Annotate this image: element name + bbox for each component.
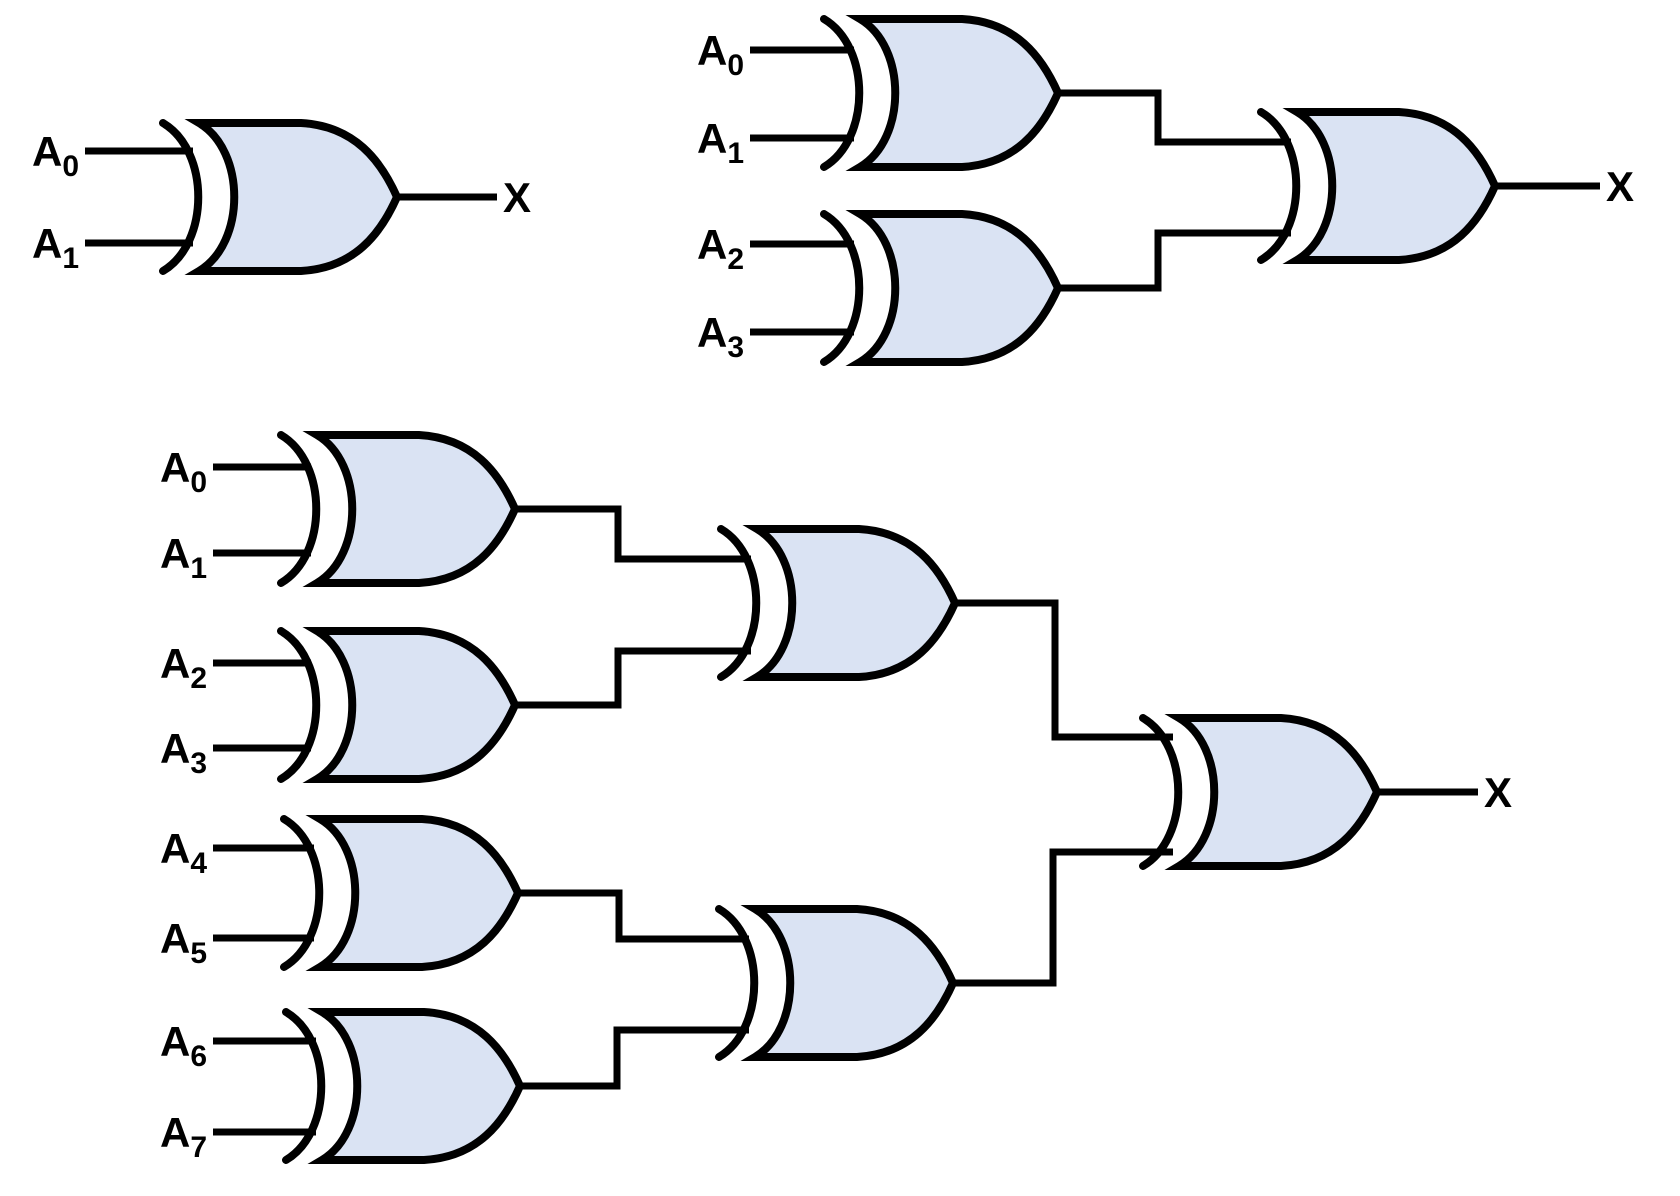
wire-c2-gate1-to-final bbox=[1058, 89, 1291, 146]
xor-gate-icon bbox=[281, 631, 515, 779]
input-label-c2-a0: A0 bbox=[697, 27, 744, 82]
input-label-c3-a5: A5 bbox=[160, 915, 207, 970]
xor-gate-icon bbox=[721, 529, 955, 677]
wire-c3-l1g4-to-l2g2 bbox=[520, 1026, 749, 1090]
xor-gate-icon bbox=[284, 819, 518, 967]
wire-c3-l1g2-to-l2g1 bbox=[515, 647, 751, 709]
input-label-c3-a4: A4 bbox=[160, 825, 207, 880]
input-label-c3-a1: A1 bbox=[160, 530, 207, 585]
xor-gate-icon bbox=[719, 909, 953, 1057]
xor-gate-icon bbox=[286, 1012, 520, 1160]
wire-c3-l1g1-to-l2g1 bbox=[515, 505, 751, 563]
xor-gate-icon bbox=[281, 435, 515, 583]
xor-gate-icon bbox=[163, 123, 397, 271]
output-label-c1-x: X bbox=[503, 174, 531, 221]
input-label-c3-a0: A0 bbox=[160, 444, 207, 499]
xor-gate-icon bbox=[1261, 112, 1495, 260]
xor-gate-icon bbox=[824, 214, 1058, 362]
input-label-c2-a3: A3 bbox=[697, 309, 744, 364]
wire-c3-l1g3-to-l2g2 bbox=[518, 889, 749, 943]
circuit-8-input: A0 A1 A2 A3 A4 A5 A6 A7 X bbox=[160, 435, 1512, 1164]
input-label-c3-a2: A2 bbox=[160, 640, 207, 695]
xor-gate-icon bbox=[1143, 718, 1377, 866]
input-label-c3-a7: A7 bbox=[160, 1109, 207, 1164]
input-label-c1-a0: A0 bbox=[32, 128, 79, 183]
wire-c3-l2g1-to-final bbox=[955, 599, 1173, 741]
circuit-4-input: A0 A1 A2 A3 X bbox=[697, 19, 1634, 364]
input-label-c3-a6: A6 bbox=[160, 1018, 207, 1073]
input-label-c3-a3: A3 bbox=[160, 725, 207, 780]
input-label-c2-a2: A2 bbox=[697, 221, 744, 276]
wire-c3-l2g2-to-final bbox=[953, 848, 1173, 987]
xor-gate-icon bbox=[824, 19, 1058, 167]
input-label-c2-a1: A1 bbox=[697, 115, 744, 170]
output-label-c3-x: X bbox=[1484, 769, 1512, 816]
wire-c2-gate2-to-final bbox=[1058, 229, 1291, 292]
input-label-c1-a1: A1 bbox=[32, 220, 79, 275]
output-label-c2-x: X bbox=[1606, 163, 1634, 210]
circuit-2-input: A0 A1 X bbox=[32, 123, 531, 275]
